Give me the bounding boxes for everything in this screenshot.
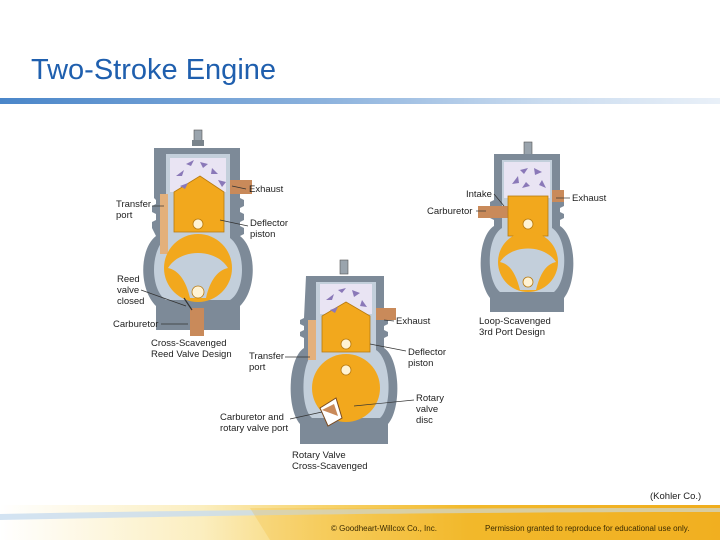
reed-valve-engine-diagram xyxy=(143,129,253,336)
label-loop-exhaust: Exhaust xyxy=(572,193,607,204)
loop-scavenged-engine-diagram xyxy=(478,141,574,312)
rotary-valve-engine-diagram xyxy=(290,259,398,444)
label-loop-carburetor: Carburetor xyxy=(427,206,473,217)
image-credit: (Kohler Co.) xyxy=(650,491,702,502)
label-reed-valve: Reed valve closed xyxy=(117,274,145,307)
label-reed-deflector-piston: Deflector piston xyxy=(250,218,289,240)
footer-swoosh xyxy=(0,508,720,540)
footer-permission: Permission granted to reproduce for educ… xyxy=(485,524,690,533)
caption-reed: Cross-Scavenged Reed Valve Design xyxy=(151,338,232,360)
title-rule xyxy=(0,98,720,104)
label-loop-intake: Intake xyxy=(466,189,492,200)
label-reed-transfer-port: Transfer port xyxy=(116,199,152,221)
label-rotary-transfer-port: Transfer port xyxy=(249,351,285,373)
caption-loop: Loop-Scavenged 3rd Port Design xyxy=(479,316,551,338)
label-carburetor-rotary-port: Carburetor and rotary valve port xyxy=(220,412,289,434)
caption-rotary: Rotary Valve Cross-Scavenged xyxy=(292,450,368,472)
label-reed-carburetor: Carburetor xyxy=(113,319,159,330)
slide-title: Two-Stroke Engine xyxy=(31,54,277,86)
label-rotary-exhaust: Exhaust xyxy=(396,316,431,327)
footer-copyright: © Goodheart-Willcox Co., Inc. xyxy=(331,524,437,533)
label-rotary-valve-disc: Rotary valve disc xyxy=(416,393,444,426)
label-reed-exhaust: Exhaust xyxy=(249,184,284,195)
label-rotary-deflector-piston: Deflector piston xyxy=(408,347,447,369)
